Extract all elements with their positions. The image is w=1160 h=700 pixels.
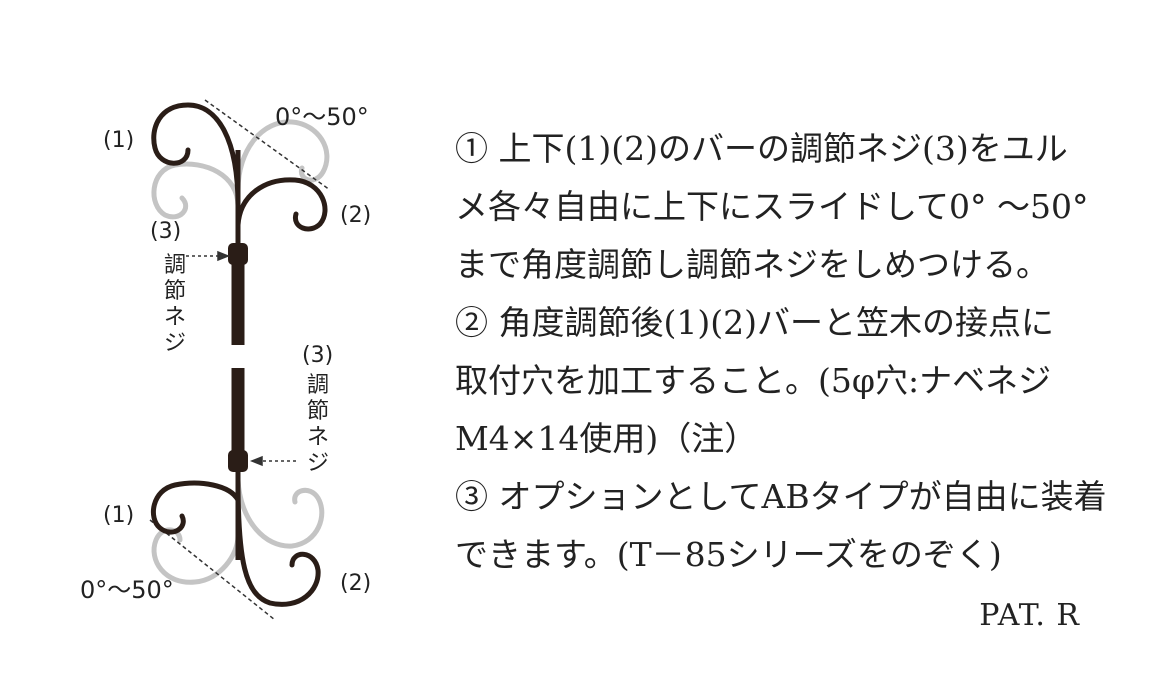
- bar-curls: [150, 102, 328, 607]
- label-angle-upper: 0°～50°: [275, 103, 369, 131]
- arrow-head-lower: [249, 455, 263, 467]
- angle-guide-lower: [149, 519, 276, 621]
- ghost-curls: [151, 119, 330, 585]
- curl-upper-right: [235, 177, 328, 232]
- arrow-head-upper: [217, 250, 231, 262]
- curl-lower-right: [235, 477, 321, 607]
- instruction-line: できます。(T－85シリーズをのぞく): [455, 535, 1002, 574]
- label-screw-name-upper-0: 調: [164, 253, 186, 278]
- label-screw-name-upper-3: ジ: [164, 331, 186, 356]
- angle-guides: [149, 99, 331, 621]
- curl-lower-left: [150, 480, 241, 535]
- label-angle-lower: 0°～50°: [80, 576, 174, 604]
- label-screw-name-upper-1: 節: [164, 279, 186, 304]
- instruction-line: メ各々自由に上下にスライドして0° ～50°: [455, 187, 1089, 226]
- label-bar1-upper: (1): [103, 128, 134, 153]
- label-bar2-lower: (2): [340, 571, 371, 596]
- lower-collar: [228, 450, 248, 472]
- label-screw-no-lower: (3): [302, 343, 333, 368]
- label-screw-name-lower-3: ジ: [307, 451, 329, 476]
- label-bar2-upper: (2): [340, 203, 371, 228]
- ghost-curl-lower-right: [235, 477, 325, 549]
- curl-upper-left: [151, 102, 241, 208]
- ghost-curl-upper-left: [151, 161, 241, 220]
- instruction-line: 取付穴を加工すること。(5φ穴:ナベネジ: [455, 361, 1052, 400]
- label-screw-name-lower-2: ネ: [307, 425, 329, 450]
- instruction-line: ② 角度調節後(1)(2)バーと笠木の接点に: [455, 303, 1054, 342]
- instructions-text: ① 上下(1)(2)のバーの調節ネジ(3)をユル メ各々自由に上下にスライドして…: [455, 120, 1135, 584]
- angle-guide-upper: [204, 99, 331, 191]
- label-screw-no-upper: (3): [150, 219, 181, 244]
- label-screw-name-lower-1: 節: [307, 399, 329, 424]
- patent-mark: PAT. R: [979, 598, 1080, 633]
- upper-collar: [228, 243, 248, 265]
- ghost-curl-upper-right: [235, 119, 330, 193]
- collars: [228, 243, 248, 472]
- screw-arrows: [186, 250, 296, 467]
- instruction-line: M4×14使用)（注）: [455, 419, 758, 458]
- label-screw-name-upper-2: ネ: [164, 305, 186, 330]
- instruction-line: まで角度調節し調節ネジをしめつける。: [455, 245, 1049, 284]
- instruction-line: ③ オプションとしてABタイプが自由に装着: [455, 477, 1107, 516]
- label-screw-name-lower-0: 調: [307, 373, 329, 398]
- label-bar1-lower: (1): [103, 503, 134, 528]
- instruction-line: ① 上下(1)(2)のバーの調節ネジ(3)をユル: [455, 129, 1068, 168]
